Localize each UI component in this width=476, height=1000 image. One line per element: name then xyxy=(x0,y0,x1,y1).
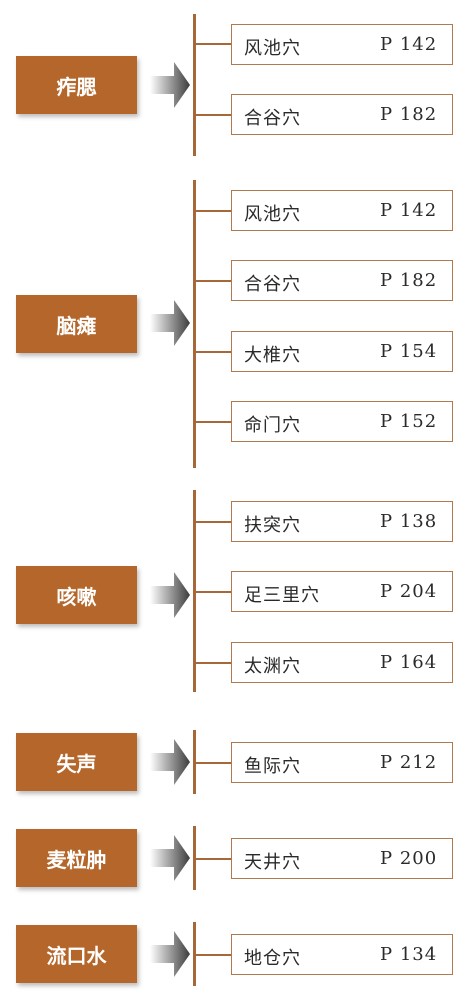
arrow-right-icon xyxy=(150,835,190,881)
acupoint-name: 太渊穴 xyxy=(244,656,301,677)
arrow-right-icon xyxy=(150,572,190,618)
acupoint-name: 合谷穴 xyxy=(244,108,301,129)
bracket-line xyxy=(193,730,196,794)
category-label: 麦粒肿 xyxy=(16,829,137,887)
acupoint-item: 风池穴 P 142 xyxy=(231,190,453,231)
arrow-right-icon xyxy=(150,300,190,346)
connector-line xyxy=(196,858,232,860)
acupoint-item: 天井穴 P 200 xyxy=(231,838,453,879)
connector-line xyxy=(196,954,232,956)
group-kesou: 咳嗽 扶突穴 P 138 足三里穴 P 204 太渊穴 P 164 xyxy=(0,490,476,692)
connector-line xyxy=(196,114,232,116)
acupoint-name: 扶突穴 xyxy=(244,515,301,536)
connector-line xyxy=(196,421,232,423)
acupoint-name: 大椎穴 xyxy=(244,345,301,366)
group-zhasai: 痄腮 风池穴 P 142 合谷穴 P 182 xyxy=(0,14,476,156)
connector-line xyxy=(196,210,232,212)
page-ref: P 200 xyxy=(380,848,438,869)
group-naotan: 脑瘫 风池穴 P 142 合谷穴 P 182 大椎穴 P 154 命门穴 P 1… xyxy=(0,180,476,468)
connector-line xyxy=(196,521,232,523)
group-shisheng: 失声 鱼际穴 P 212 xyxy=(0,730,476,794)
arrow-right-icon xyxy=(150,739,190,785)
connector-line xyxy=(196,591,232,593)
acupoint-item: 合谷穴 P 182 xyxy=(231,260,453,301)
page-ref: P 154 xyxy=(380,341,438,362)
connector-line xyxy=(196,762,232,764)
acupoint-item: 大椎穴 P 154 xyxy=(231,331,453,372)
page-ref: P 142 xyxy=(380,200,438,221)
category-label: 痄腮 xyxy=(16,56,137,114)
arrow-right-icon xyxy=(150,931,190,977)
acupoint-item: 太渊穴 P 164 xyxy=(231,642,453,683)
page-ref: P 142 xyxy=(380,34,438,55)
acupoint-item: 鱼际穴 P 212 xyxy=(231,742,453,783)
group-liukoushui: 流口水 地仓穴 P 134 xyxy=(0,922,476,986)
acupoint-item: 合谷穴 P 182 xyxy=(231,94,453,135)
bracket-line xyxy=(193,490,196,692)
acupoint-name: 足三里穴 xyxy=(244,585,320,606)
category-label: 流口水 xyxy=(16,925,137,983)
page-ref: P 212 xyxy=(380,752,438,773)
acupoint-name: 地仓穴 xyxy=(244,948,301,969)
acupoint-item: 地仓穴 P 134 xyxy=(231,934,453,975)
page-ref: P 182 xyxy=(380,104,438,125)
page-ref: P 138 xyxy=(380,511,438,532)
page-ref: P 134 xyxy=(380,944,438,965)
acupoint-name: 风池穴 xyxy=(244,38,301,59)
bracket-line xyxy=(193,180,196,468)
category-label: 脑瘫 xyxy=(16,295,137,353)
page-ref: P 164 xyxy=(380,652,438,673)
connector-line xyxy=(196,43,232,45)
page-ref: P 204 xyxy=(380,581,438,602)
category-label: 失声 xyxy=(16,733,137,791)
connector-line xyxy=(196,351,232,353)
group-mailizhong: 麦粒肿 天井穴 P 200 xyxy=(0,826,476,890)
page-ref: P 152 xyxy=(380,411,438,432)
acupoint-item: 扶突穴 P 138 xyxy=(231,501,453,542)
acupoint-name: 天井穴 xyxy=(244,852,301,873)
bracket-line xyxy=(193,922,196,986)
acupoint-name: 鱼际穴 xyxy=(244,756,301,777)
connector-line xyxy=(196,662,232,664)
acupoint-item: 足三里穴 P 204 xyxy=(231,571,453,612)
arrow-right-icon xyxy=(150,62,190,108)
category-label: 咳嗽 xyxy=(16,566,137,624)
acupoint-item: 命门穴 P 152 xyxy=(231,401,453,442)
acupoint-name: 命门穴 xyxy=(244,415,301,436)
bracket-line xyxy=(193,14,196,156)
page-ref: P 182 xyxy=(380,270,438,291)
acupoint-name: 风池穴 xyxy=(244,204,301,225)
acupoint-item: 风池穴 P 142 xyxy=(231,24,453,65)
connector-line xyxy=(196,280,232,282)
bracket-line xyxy=(193,826,196,890)
acupoint-name: 合谷穴 xyxy=(244,274,301,295)
